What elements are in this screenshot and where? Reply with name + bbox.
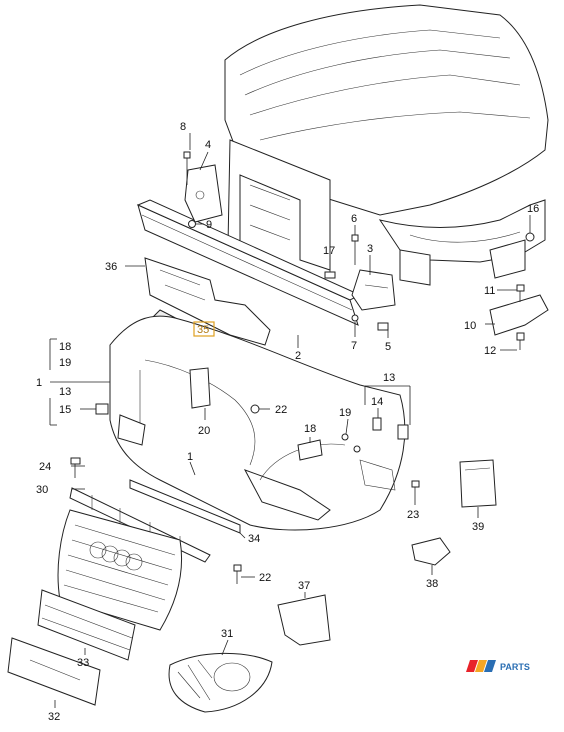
bolt-23 xyxy=(411,480,420,496)
sensor-holder-19 xyxy=(341,433,361,453)
label-30: 30 xyxy=(36,484,48,496)
label-35: 35 xyxy=(197,324,209,336)
bolt-17 xyxy=(324,271,336,279)
label-5: 5 xyxy=(385,341,391,353)
label-19-left: 19 xyxy=(59,357,71,369)
label-36: 36 xyxy=(105,261,117,273)
label-13-right: 13 xyxy=(383,372,395,384)
label-13-left: 13 xyxy=(59,386,71,398)
bolt-5 xyxy=(377,322,389,331)
label-19-right: 19 xyxy=(339,407,351,419)
logo-mark-red xyxy=(466,660,478,672)
logo-mark-blue xyxy=(484,660,496,672)
radiator-grille xyxy=(57,509,183,631)
logo-text: PARTS xyxy=(500,662,530,672)
bolt-8 xyxy=(183,151,191,185)
bolt-6 xyxy=(351,234,359,265)
label-9: 9 xyxy=(206,219,212,231)
label-17: 17 xyxy=(323,245,335,257)
label-22-lower: 22 xyxy=(259,572,271,584)
label-1-left: 1 xyxy=(36,377,42,389)
bracket-3 xyxy=(351,269,396,311)
bolt-11 xyxy=(516,284,525,302)
label-24: 24 xyxy=(39,461,51,473)
label-22-upper: 22 xyxy=(275,404,287,416)
label-14: 14 xyxy=(371,396,383,408)
bolt-12 xyxy=(516,332,525,350)
label-37: 37 xyxy=(298,580,310,592)
parts-bag-39 xyxy=(459,459,497,508)
license-plate-holder-32 xyxy=(7,637,101,706)
label-34: 34 xyxy=(248,533,260,545)
label-12: 12 xyxy=(484,345,496,357)
logo-mark-orange xyxy=(475,660,487,672)
label-2: 2 xyxy=(295,350,301,362)
sensor-bracket-38 xyxy=(411,537,451,566)
label-39: 39 xyxy=(472,521,484,533)
fog-light-grille-31 xyxy=(168,652,273,713)
side-guide-10 xyxy=(489,294,549,336)
fog-bracket-37 xyxy=(277,594,331,646)
grille-insert-33 xyxy=(37,589,136,661)
clip-13 xyxy=(397,424,409,440)
nut-7 xyxy=(351,314,359,322)
bumper-cover-1 xyxy=(109,315,406,531)
label-16: 16 xyxy=(527,203,539,215)
label-18-right: 18 xyxy=(304,423,316,435)
label-20: 20 xyxy=(198,425,210,437)
label-8: 8 xyxy=(180,121,186,133)
label-4: 4 xyxy=(205,139,211,151)
label-15: 15 xyxy=(59,404,71,416)
nut-9 xyxy=(188,220,196,228)
label-33: 33 xyxy=(77,657,89,669)
label-35-highlight xyxy=(193,321,215,337)
label-6: 6 xyxy=(351,213,357,225)
bracket-4 xyxy=(184,164,223,223)
label-31: 31 xyxy=(221,628,233,640)
bolt-22-upper xyxy=(250,404,260,414)
label-7: 7 xyxy=(351,340,357,352)
part-labels: 8 4 9 36 6 3 17 7 5 2 16 11 10 12 35 18 … xyxy=(36,121,539,723)
mounting-bracket-36 xyxy=(144,257,271,346)
label-23: 23 xyxy=(407,509,419,521)
cap-18 xyxy=(297,439,323,461)
bolt-22-lower xyxy=(233,564,242,584)
label-18-left: 18 xyxy=(59,341,71,353)
label-11: 11 xyxy=(484,285,495,297)
clip-14 xyxy=(372,417,382,431)
label-32: 32 xyxy=(48,711,60,723)
car-body-frame xyxy=(224,4,549,286)
bracket-20 xyxy=(189,367,211,409)
label-10: 10 xyxy=(464,320,476,332)
label-3: 3 xyxy=(367,243,373,255)
cap-15 xyxy=(95,403,109,415)
label-38: 38 xyxy=(426,578,438,590)
bolt-24 xyxy=(70,457,81,478)
parts-logo: PARTS xyxy=(466,660,530,672)
bolt-16 xyxy=(525,232,535,242)
label-1-center: 1 xyxy=(187,451,193,463)
leader-lines xyxy=(49,133,531,708)
